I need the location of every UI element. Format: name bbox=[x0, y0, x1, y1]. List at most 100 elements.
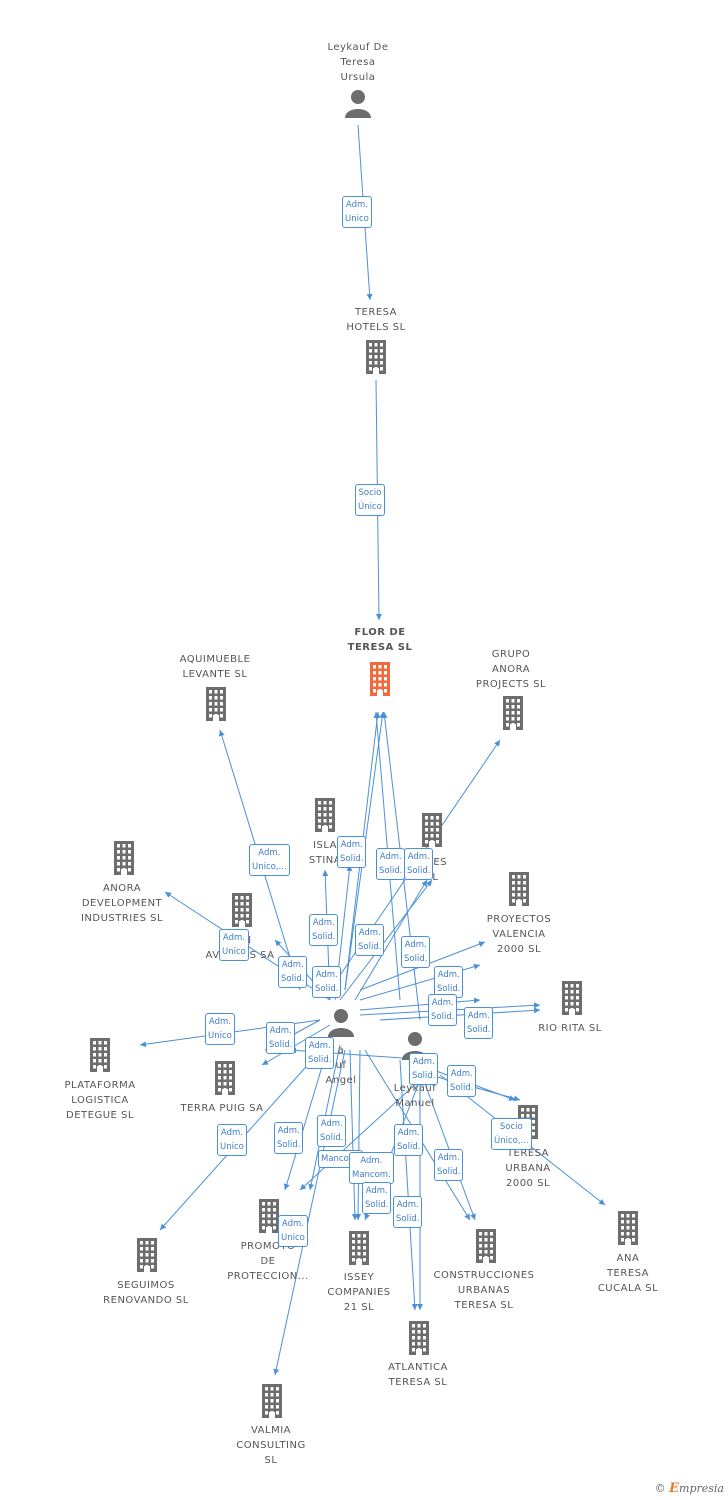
relation-badge[interactable]: Adm.Solid. bbox=[404, 848, 434, 880]
building-icon[interactable] bbox=[361, 340, 391, 374]
edge-line bbox=[419, 1069, 476, 1221]
building-icon[interactable] bbox=[201, 687, 231, 721]
badge-line: Adm. bbox=[340, 840, 363, 850]
relation-badge[interactable]: Adm.Solid. bbox=[312, 966, 342, 998]
relation-badge[interactable]: Adm.Unico bbox=[205, 1013, 235, 1045]
relation-badge[interactable]: Adm.Solid. bbox=[401, 936, 431, 968]
building-icon[interactable] bbox=[310, 798, 340, 832]
edge-line bbox=[399, 1059, 418, 1311]
building-icon[interactable] bbox=[471, 1229, 501, 1263]
badge-line: Adm. bbox=[345, 200, 368, 210]
badge-line: Solid. bbox=[437, 1167, 461, 1177]
relation-badge[interactable]: Adm.Mancom. bbox=[349, 1152, 394, 1184]
node-label-line: DE bbox=[260, 1256, 276, 1267]
node-label-line: ISLA bbox=[313, 840, 337, 851]
building-icon[interactable] bbox=[254, 1199, 284, 1233]
relation-badge[interactable]: Adm.Solid. bbox=[394, 1124, 424, 1156]
relation-badge[interactable]: Adm.Solid. bbox=[434, 966, 464, 998]
node-label-line: TERESA SL bbox=[347, 642, 413, 653]
relation-badge[interactable]: Adm.Solid. bbox=[309, 914, 339, 946]
building-icon[interactable] bbox=[109, 841, 139, 875]
node-label-line: LOGISTICA bbox=[71, 1095, 129, 1106]
badge-line: Solid. bbox=[365, 1200, 389, 1210]
relation-badge[interactable]: Adm.Unico bbox=[217, 1124, 247, 1156]
badge-line: Unico bbox=[208, 1031, 232, 1041]
node-label-line: 21 SL bbox=[343, 1302, 375, 1313]
relation-badge[interactable]: Adm.Solid. bbox=[355, 924, 385, 956]
building-icon[interactable] bbox=[613, 1211, 643, 1245]
node-label-line: LEVANTE SL bbox=[182, 669, 248, 680]
node-label-line: TERESA SL bbox=[388, 1377, 448, 1388]
building-icon[interactable] bbox=[85, 1038, 115, 1072]
node-label-line: PROTECCION... bbox=[227, 1271, 309, 1282]
building-icon[interactable] bbox=[498, 696, 528, 730]
relation-badge[interactable]: Adm.Solid. bbox=[278, 956, 308, 988]
node-label-line: 2000 SL bbox=[505, 1178, 551, 1189]
node-label-line: ANORA bbox=[102, 883, 142, 894]
building-icon[interactable] bbox=[132, 1238, 162, 1272]
badge-line: Solid. bbox=[277, 1140, 301, 1150]
node-label-line: PROJECTS SL bbox=[475, 679, 547, 690]
building-icon[interactable] bbox=[404, 1321, 434, 1355]
relation-badge[interactable]: Adm.Unico,... bbox=[249, 844, 290, 876]
edge-line bbox=[355, 1049, 362, 1221]
badge-line: Solid. bbox=[437, 984, 461, 994]
node-label-atlantica[interactable]: ATLANTICA TERESA SL bbox=[358, 1360, 478, 1390]
relation-badge[interactable]: Adm.Solid. bbox=[393, 1196, 423, 1228]
relation-badge[interactable]: Adm.Solid. bbox=[266, 1022, 296, 1054]
badge-line: Adm. bbox=[222, 933, 245, 943]
relation-badge[interactable]: Adm.Solid. bbox=[317, 1115, 347, 1147]
relation-badge[interactable]: Adm.Solid. bbox=[362, 1182, 392, 1214]
building-icon[interactable] bbox=[557, 981, 587, 1015]
relation-badge[interactable]: Adm.Solid. bbox=[447, 1065, 477, 1097]
node-label-line: SEGUIMOS bbox=[117, 1280, 175, 1291]
focus-building-icon[interactable] bbox=[365, 662, 395, 696]
relation-badge[interactable]: Adm.Solid. bbox=[464, 1007, 494, 1039]
relation-badge[interactable]: Adm.Solid. bbox=[337, 836, 367, 868]
relation-badge[interactable]: Adm.Unico bbox=[219, 929, 249, 961]
person-icon[interactable] bbox=[326, 1007, 356, 1037]
relation-badge[interactable]: Adm.Solid. bbox=[409, 1053, 439, 1085]
node-label-line: COMPANIES bbox=[327, 1287, 391, 1298]
building-icon[interactable] bbox=[210, 1061, 240, 1095]
building-icon[interactable] bbox=[417, 813, 447, 847]
node-label-terra_puig[interactable]: TERRA PUIG SA bbox=[162, 1101, 282, 1116]
building-icon[interactable] bbox=[227, 893, 257, 927]
relation-badge[interactable]: Adm.Unico bbox=[342, 196, 372, 228]
footer-brand[interactable]: © Empresia bbox=[655, 1481, 724, 1496]
relation-badge[interactable]: Adm.Solid. bbox=[274, 1122, 304, 1154]
building-icon[interactable] bbox=[257, 1384, 287, 1418]
relation-badge[interactable]: Adm.Solid. bbox=[428, 994, 458, 1026]
relation-badge[interactable]: Adm.Solid. bbox=[305, 1037, 335, 1069]
badge-line: Socio bbox=[499, 1122, 523, 1132]
node-label-line: ATLANTICA bbox=[388, 1362, 448, 1373]
relation-badge[interactable]: Adm.Unico bbox=[278, 1215, 308, 1247]
relation-badge[interactable]: Adm.Solid. bbox=[434, 1149, 464, 1181]
person-icon[interactable] bbox=[343, 88, 373, 118]
node-label-rio_rita[interactable]: RIO RITA SL bbox=[510, 1021, 630, 1036]
node-label-line: Teresa bbox=[340, 57, 376, 68]
building-icon[interactable] bbox=[344, 1231, 374, 1265]
building-icon[interactable] bbox=[504, 872, 534, 906]
node-label-line: INDUSTRIES SL bbox=[80, 913, 164, 924]
relation-badge[interactable]: Adm.Solid. bbox=[376, 848, 406, 880]
